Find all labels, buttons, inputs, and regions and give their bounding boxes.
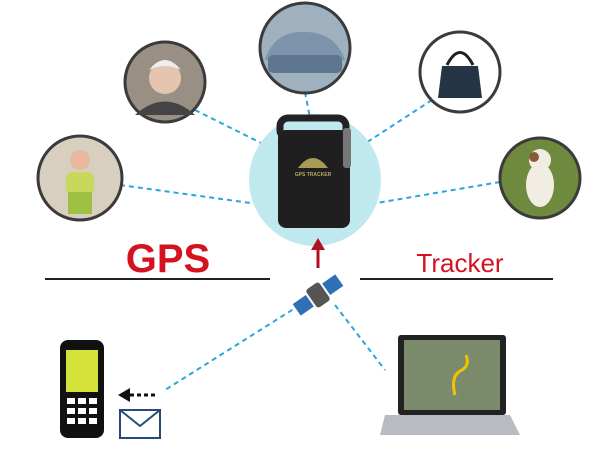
gps-tracker-device: GPS TRACKER (276, 114, 351, 228)
device-label: GPS TRACKER (295, 172, 332, 178)
incoming-arrow-icon (118, 388, 158, 402)
connector-pet (364, 181, 501, 206)
upload-arrow (311, 238, 325, 268)
mobile-phone-icon (60, 340, 104, 438)
laptop-map-icon (380, 335, 520, 435)
title-tracker: Tracker (416, 248, 503, 278)
envelope-icon (119, 409, 161, 439)
title-gps: GPS (126, 237, 210, 281)
photo-elderly-woman (123, 40, 207, 124)
satellite-icon (292, 274, 344, 316)
connector-car (304, 91, 311, 119)
logo-icon (298, 158, 328, 168)
photo-child (36, 134, 124, 222)
photo-handbag (418, 30, 502, 114)
photo-cars (258, 1, 352, 95)
connector-phone (164, 304, 301, 391)
connector-child (119, 184, 266, 206)
connector-laptop (334, 304, 386, 371)
photo-dog (498, 136, 582, 220)
